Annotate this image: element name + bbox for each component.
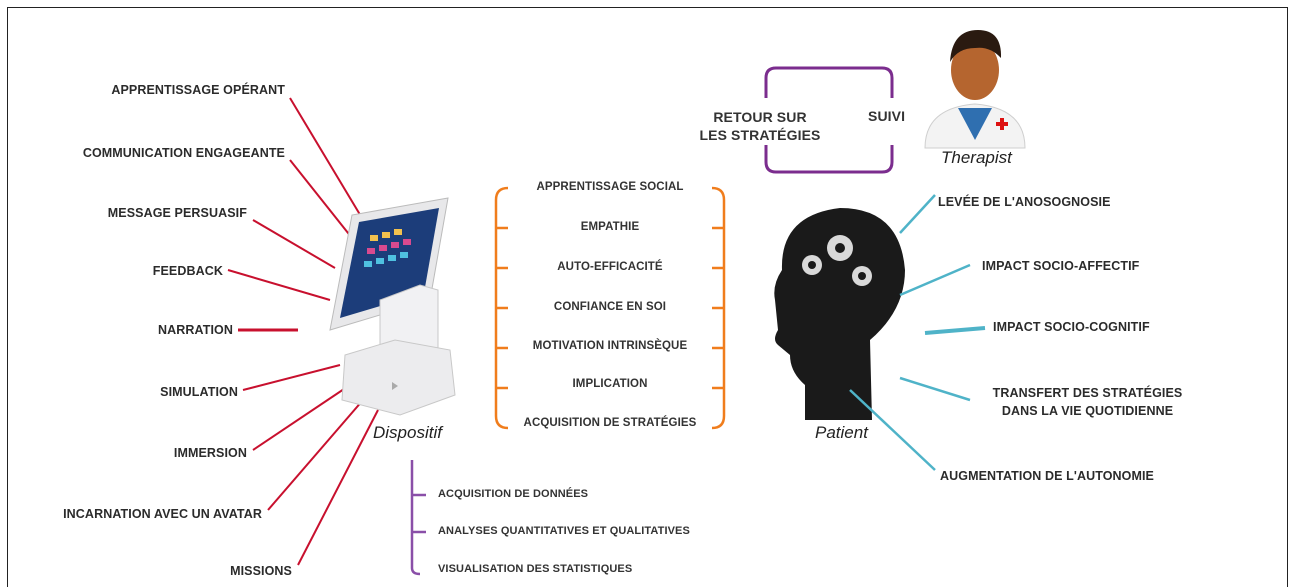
outcome-line: DANS LA VIE QUOTIDIENNE (1001, 404, 1174, 418)
connector-line (899, 194, 936, 234)
therapist-caption: Therapist (941, 148, 1012, 167)
feature-label: MESSAGE PERSUASIF (107, 206, 247, 220)
connector-line (924, 326, 986, 335)
purple-item: VISUALISATION DES STATISTIQUES (438, 563, 633, 575)
feature-label: MISSIONS (230, 564, 292, 578)
outcome-label: IMPACT SOCIO-AFFECTIF (982, 259, 1140, 273)
connector-line (849, 389, 936, 471)
purple-item: ACQUISITION DE DONNÉES (438, 488, 589, 500)
diagram-frame (7, 7, 1288, 587)
feature-label: FEEDBACK (152, 264, 223, 278)
dispositif-caption: Dispositif (373, 423, 442, 442)
connector-line (252, 384, 351, 451)
feature-label: SIMULATION (160, 385, 238, 399)
tablet-kiosk-icon (329, 197, 456, 416)
orange-bracket (494, 186, 726, 430)
purple-item: ANALYSES QUANTITATIVES ET QUALITATIVES (438, 525, 690, 537)
orange-item: APPRENTISSAGE SOCIAL (536, 181, 684, 193)
connector-line (899, 376, 971, 402)
connector-line (267, 399, 364, 511)
connector-line (252, 219, 336, 269)
purple-bracket (410, 460, 426, 576)
feature-label: INCARNATION AVEC UN AVATAR (63, 507, 262, 521)
therapist-icon (924, 30, 1026, 149)
orange-item: EMPATHIE (580, 221, 640, 233)
feature-label: IMMERSION (173, 446, 247, 460)
orange-item: IMPLICATION (572, 378, 648, 390)
connector-line (227, 269, 331, 301)
outcome-label: AUGMENTATION DE L'AUTONOMIE (940, 469, 1154, 483)
connector-line (297, 409, 379, 566)
orange-item: MOTIVATION INTRINSÈQUE (532, 340, 688, 352)
connector-line (899, 263, 971, 297)
feature-label: APPRENTISSAGE OPÉRANT (111, 83, 285, 97)
outcome-line: TRANSFERT DES STRATÉGIES (992, 386, 1183, 400)
outcome-label: LEVÉE DE L'ANOSOGNOSIE (938, 195, 1111, 209)
orange-item: CONFIANCE EN SOI (553, 301, 667, 313)
orange-item: ACQUISITION DE STRATÉGIES (523, 417, 697, 429)
outcome-connectors (849, 194, 986, 471)
orange-item: AUTO-EFFICACITÉ (557, 261, 663, 273)
therapist-bracket (764, 66, 894, 174)
retour-label: RETOUR SUR LES STRATÉGIES (690, 108, 830, 144)
retour-line2: LES STRATÉGIES (699, 127, 821, 143)
patient-head-icon (774, 208, 905, 420)
feature-label: NARRATION (158, 323, 233, 337)
feature-label: COMMUNICATION ENGAGEANTE (82, 146, 285, 160)
retour-line1: RETOUR SUR (713, 109, 807, 125)
connector-line (242, 364, 341, 391)
suivi-label: SUIVI (868, 108, 906, 124)
connector-line (289, 159, 353, 239)
outcome-label-transfert: TRANSFERT DES STRATÉGIES DANS LA VIE QUO… (970, 384, 1205, 420)
patient-caption: Patient (815, 423, 868, 442)
connector-line (289, 97, 363, 219)
outcome-label: IMPACT SOCIO-COGNITIF (993, 320, 1150, 334)
feature-connectors (227, 97, 379, 566)
